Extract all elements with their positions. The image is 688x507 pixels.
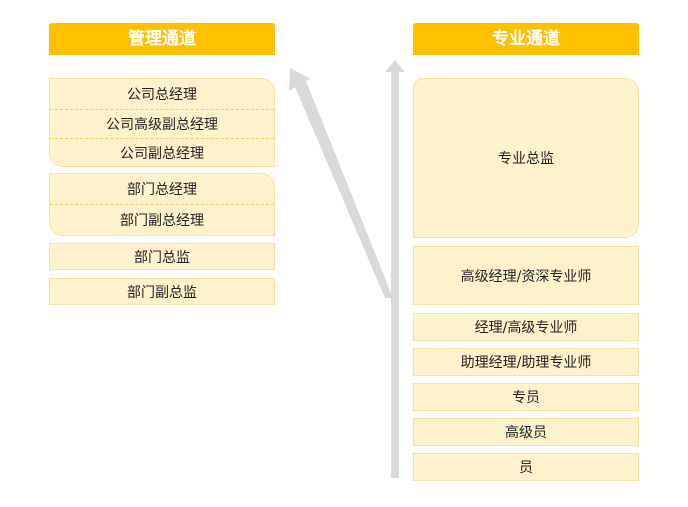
management-group-department: 部门总经理 部门副总经理 [49,173,275,236]
level-dept-deputy-director: 部门副总监 [49,278,275,305]
vertical-arrow [385,60,405,478]
professional-channel-title: 专业通道 [492,29,560,49]
level-dept-vgm: 部门副总经理 [50,204,274,235]
management-group-company: 公司总经理 公司高级副总经理 公司副总经理 [49,78,275,167]
level-manager: 经理/高级专业师 [413,313,639,341]
professional-channel-header: 专业通道 [413,23,639,55]
level-assistant-manager-label: 助理经理/助理专业师 [460,355,592,371]
diagonal-arrow [289,68,393,298]
level-senior-manager: 高级经理/资深专业师 [413,246,639,305]
level-assistant-manager: 助理经理/助理专业师 [413,348,639,376]
level-professional-director-label: 专业总监 [498,151,554,167]
level-specialist-label: 专员 [512,390,540,406]
level-company-gm: 公司总经理 [127,87,197,103]
management-channel-title: 管理通道 [128,29,196,49]
level-professional-director: 专业总监 [413,78,639,238]
level-manager-label: 经理/高级专业师 [474,320,578,336]
level-senior-staff-label: 高级员 [505,425,547,441]
level-specialist: 专员 [413,383,639,411]
level-staff-label: 员 [519,460,533,476]
level-senior-manager-label: 高级经理/资深专业师 [460,268,592,285]
level-staff: 员 [413,453,639,481]
level-dept-gm: 部门总经理 [127,182,197,198]
level-company-vgm: 公司副总经理 [50,138,274,166]
level-dept-deputy-director-label: 部门副总监 [127,284,197,301]
level-senior-staff: 高级员 [413,418,639,446]
level-dept-director: 部门总监 [49,243,275,270]
level-company-senior-vgm: 公司高级副总经理 [50,109,274,138]
management-channel-header: 管理通道 [49,23,275,55]
level-dept-director-label: 部门总监 [134,249,190,266]
